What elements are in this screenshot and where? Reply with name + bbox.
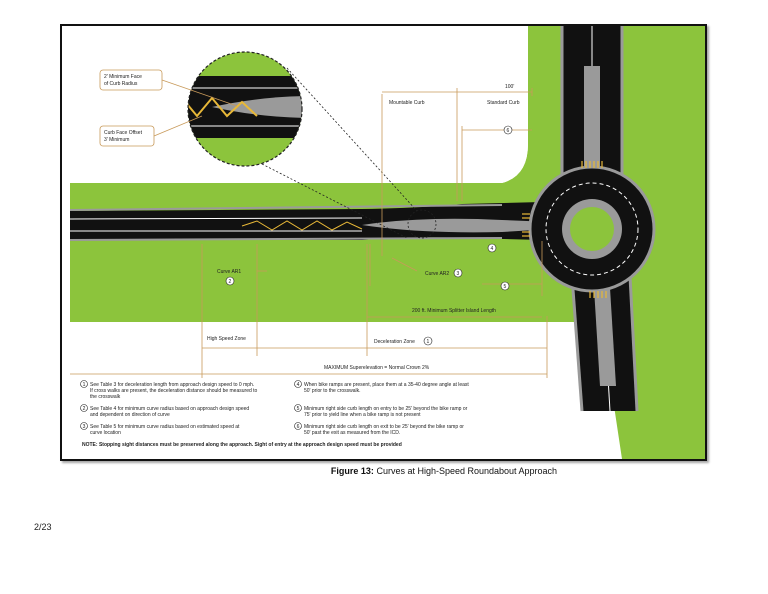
callout-face-of-curb-box [99, 69, 163, 91]
label-curve-ar2: Curve AR2 [425, 271, 449, 277]
label-max-super: MAXIMUM Superelevation = Normal Crown 2% [324, 365, 430, 371]
note-3: See Table 5 for minimum curve radius bas… [90, 424, 241, 436]
label-mountable-curb: Mountable Curb [389, 100, 425, 106]
caption-prefix: Figure 13: [330, 466, 374, 476]
south-splitter [594, 288, 616, 386]
label-dim-100: 100' [505, 84, 514, 90]
crosswalks [522, 161, 607, 298]
label-deceleration-zone: Deceleration Zone [374, 339, 415, 345]
marker-4 [487, 243, 497, 253]
marker-5-text: 5 [504, 284, 507, 290]
grass-east [647, 26, 705, 459]
page-number: 2/23 [34, 522, 52, 532]
approach-road [70, 202, 562, 243]
approach-curb-bottom [69, 237, 503, 241]
magnifier-border [187, 51, 303, 167]
figure-frame: 2' Minimum Face of Curb Radius Curb Face… [60, 24, 707, 461]
magnifier-connector-1 [286, 67, 418, 212]
south-curb-west [570, 275, 584, 412]
dimension-lines [70, 88, 548, 378]
svg-text:1: 1 [83, 382, 86, 388]
marker-6 [503, 125, 513, 135]
svg-text:6: 6 [297, 424, 300, 430]
approach-curb-top [69, 204, 503, 211]
marker-2 [225, 276, 235, 286]
notes-right: 4 When bike ramps are present, place the… [294, 380, 470, 436]
magnifier-connector-2 [261, 163, 408, 239]
marker-5 [500, 281, 510, 291]
north-splitter [584, 66, 600, 166]
callout-curb-offset-line2: 3' Minimum [104, 137, 129, 143]
grass-approach [70, 26, 705, 459]
note-2: See Table 4 for minimum curve radius bas… [90, 406, 251, 418]
notes-left: 1 See Table 3 for deceleration length fr… [80, 380, 259, 436]
marker-2-text: 2 [229, 279, 232, 285]
callout-face-of-curb-line1: 2' Minimum Face [104, 74, 142, 80]
marker-1 [423, 336, 433, 346]
roundabout-lane-line [545, 182, 639, 276]
callout-curb-offset-box [99, 125, 155, 147]
marker-3-text: 3 [457, 271, 460, 277]
magnifier-target [407, 209, 437, 239]
magnifier [188, 52, 302, 166]
south-curb-east [628, 275, 639, 412]
figure-caption: Figure 13: Curves at High-Speed Roundabo… [60, 466, 768, 476]
marker-3 [453, 268, 463, 278]
svg-text:2: 2 [83, 406, 86, 412]
splitter-hatch [241, 220, 363, 231]
approach-lane-line-1 [69, 217, 363, 220]
note-bottom: NOTE: Stopping sight distances must be p… [82, 442, 402, 448]
note-5: Minimum right side curb length on entry … [304, 406, 469, 418]
marker-1-text: 1 [427, 339, 430, 345]
roundabout-island [570, 207, 614, 251]
splitter-island [362, 218, 552, 233]
note-4: When bike ramps are present, place them … [304, 382, 470, 394]
callout-face-of-curb-leader [161, 79, 238, 107]
callout-curb-offset-leader [153, 115, 203, 137]
label-high-speed-zone: High Speed Zone [207, 336, 246, 342]
note-1: See Table 3 for deceleration length from… [90, 382, 259, 400]
callout-curb-offset-line1: Curb Face Offset [104, 130, 143, 136]
callout-face-of-curb-line2: of Curb Radius [104, 81, 138, 87]
svg-text:5: 5 [297, 406, 300, 412]
marker-6-text: 6 [507, 128, 510, 134]
svg-text:4: 4 [297, 382, 300, 388]
roundabout-diagram: 2' Minimum Face of Curb Radius Curb Face… [69, 26, 705, 459]
caption-text: Curves at High-Speed Roundabout Approach [373, 466, 558, 476]
label-splitter: 200 ft. Minimum Splitter Island Length [412, 308, 496, 314]
svg-text:3: 3 [83, 424, 86, 430]
label-curve-ar1: Curve AR1 [217, 269, 241, 275]
note-6: Minimum right side curb length on exit t… [304, 424, 465, 436]
label-standard-curb: Standard Curb [487, 100, 520, 106]
marker-4-text: 4 [491, 246, 494, 252]
